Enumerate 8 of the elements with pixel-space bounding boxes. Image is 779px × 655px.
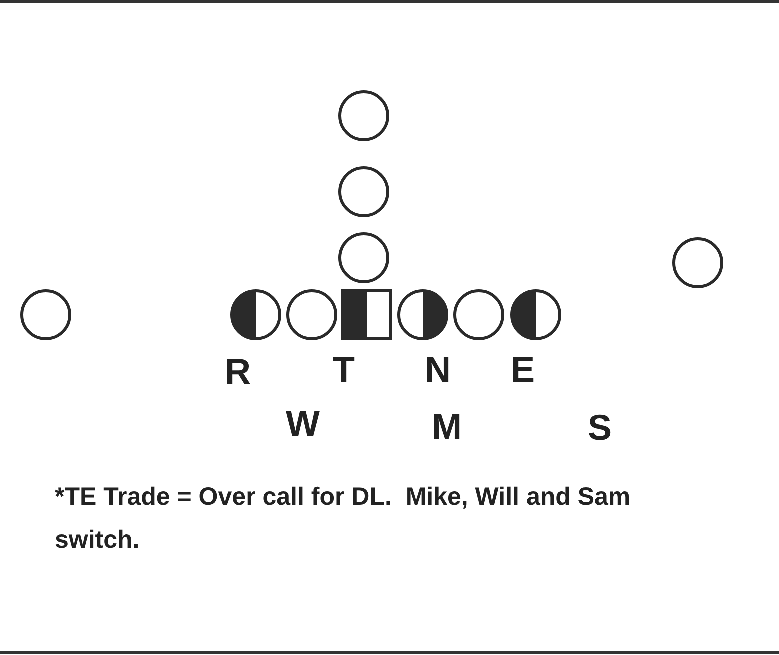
position-letter: E (511, 352, 536, 388)
position-letter: M (432, 409, 462, 445)
position-letter: S (588, 410, 612, 446)
position-letter: T (333, 352, 355, 388)
position-letter: N (425, 352, 451, 388)
position-letter: R (225, 354, 251, 390)
note-text: *TE Trade = Over call for DL. Mike, Will and Sam switch. (55, 482, 632, 556)
position-letter: W (286, 406, 320, 442)
